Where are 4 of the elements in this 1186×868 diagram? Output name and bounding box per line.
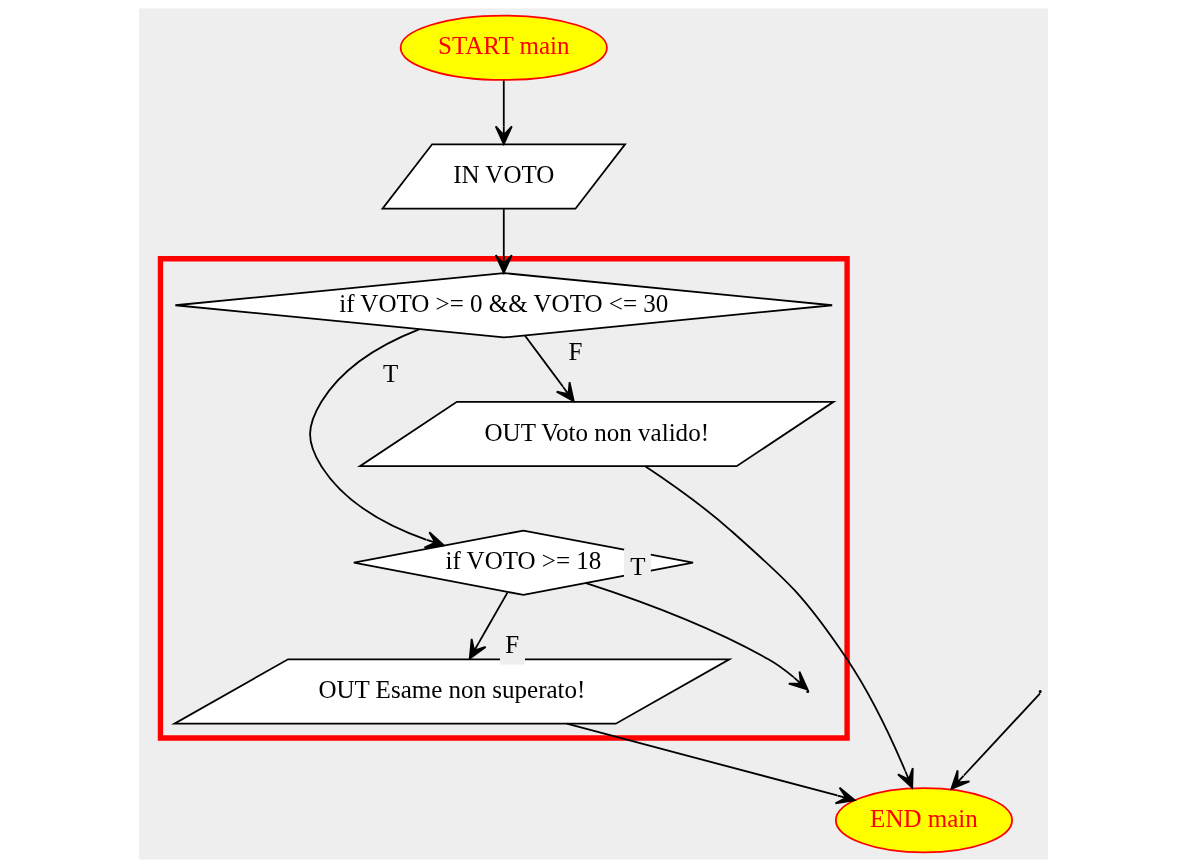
edge-label: T	[382, 360, 398, 387]
edge-label: T	[629, 553, 646, 581]
edge-label: F	[568, 337, 583, 365]
edge-label: F	[504, 631, 519, 659]
